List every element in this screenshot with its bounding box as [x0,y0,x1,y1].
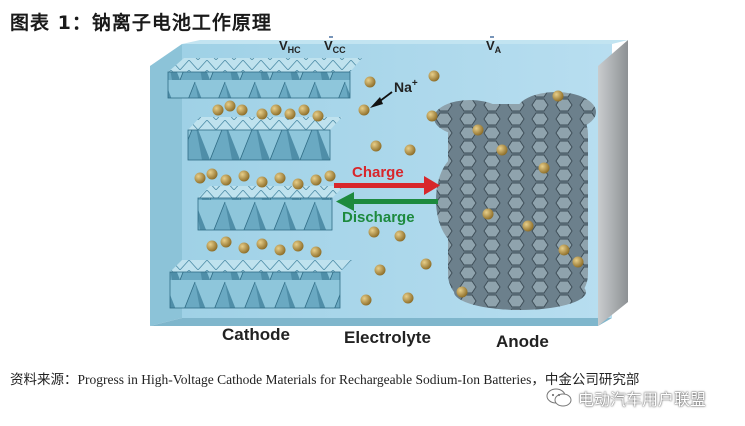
vcc-label-sub: CC [333,45,346,55]
cathode-layer [197,186,344,231]
charge-label: Charge [352,164,404,181]
battery-diagram: Na+ VHC VCC VA Charge Discharge Cathode … [150,36,628,351]
cathode-label: Cathode [222,325,290,344]
anode-carbon-stack [448,104,588,304]
wechat-icon [546,388,572,407]
va-label-sub: A [495,45,502,55]
potential-labels: VHC VCC VA [279,36,502,55]
va-label: VA [486,38,502,55]
anode-current-collector [598,40,628,326]
watermark: 电动汽车用户联盟 [546,386,706,410]
ion-label-main: Na [394,79,412,95]
cathode-layer [169,260,352,309]
anode-label: Anode [496,332,549,351]
electrolyte-label: Electrolyte [344,328,431,347]
vhc-label: VHC [279,38,301,55]
ion-label: Na+ [394,78,418,95]
charge-arrow [334,176,440,195]
discharge-arrow [336,192,438,211]
discharge-label: Discharge [342,209,415,226]
ion-pointer-arrow [370,91,393,108]
watermark-text: 电动汽车用户联盟 [578,390,707,409]
ion-label-sup: + [412,78,418,89]
vcc-label: VCC [324,38,346,55]
cathode-layer [187,117,342,161]
sodium-ions [194,70,584,306]
figure-title: 图表 1：钠离子电池工作原理 [10,12,272,34]
cell-top-edge [182,40,628,44]
va-label-main: V [486,38,495,53]
cell-left-wall [150,44,182,326]
cathode [167,58,362,309]
vhc-label-main: V [279,38,288,53]
cathode-layer [167,58,362,99]
anode [434,92,596,310]
source-note: 资料来源：Progress in High‐Voltage Cathode Ma… [10,372,640,387]
vhc-label-sub: HC [288,45,301,55]
vcc-label-main: V [324,38,333,53]
cell-bottom-edge [150,318,612,326]
